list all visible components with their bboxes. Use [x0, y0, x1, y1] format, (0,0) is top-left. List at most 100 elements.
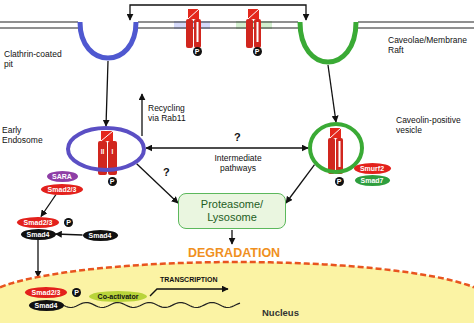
receptor-bar: [336, 138, 343, 174]
receptor-complex: [328, 128, 343, 174]
protein-oval: Smurf2: [354, 163, 391, 174]
protein-oval: Co-activator: [89, 291, 147, 302]
protein-name: Smad2/3: [48, 186, 77, 193]
vesicle-outline: [66, 126, 146, 172]
question-mark: ?: [234, 131, 241, 144]
receptor-stripe: [257, 22, 259, 42]
nuclear-envelope: [0, 262, 474, 287]
protein-oval: Smad2/3: [17, 217, 59, 228]
node-label: Caveolin-positive vesicle: [396, 116, 470, 136]
pit-coat: [80, 22, 136, 58]
nucleoplasm: [0, 262, 474, 323]
protein-name: Smad2/3: [24, 219, 53, 226]
ligand: [248, 9, 259, 19]
protein-name: SARA: [52, 173, 72, 180]
phosphate-mark: P: [253, 47, 262, 56]
receptor-bar: [186, 19, 193, 48]
protein-name: Smad4: [27, 231, 50, 238]
label-text: Intermediate pathways: [207, 154, 269, 174]
node-label: Clathrin-coated pit: [4, 50, 68, 70]
pit-outline: [298, 20, 358, 68]
node-label: Caveolae/Membrane Raft: [388, 36, 470, 56]
clathrin-pit: Clathrin-coated pit: [78, 20, 138, 64]
protein-name: Smad4: [89, 232, 112, 239]
pit-outline: [78, 20, 138, 64]
ligand-mark: [188, 9, 199, 19]
label-text: ?: [163, 166, 170, 179]
protein-name: Smad2/3: [32, 289, 61, 296]
flow-arrow: [130, 5, 306, 20]
pathway-note: Intermediate pathways: [207, 154, 269, 174]
flow-arrow: [41, 195, 56, 217]
connectors: [38, 5, 336, 277]
phosphate-mark: P: [72, 288, 81, 297]
plasma-membrane: [0, 22, 474, 28]
label-text: P: [193, 47, 202, 56]
protein-name: Smad4: [35, 302, 58, 309]
protein-oval: Smad4: [21, 229, 56, 240]
flow-arrow: [286, 165, 315, 203]
label-text: II: [98, 148, 107, 155]
process-note: Recycling via Rab11: [148, 104, 194, 124]
flow-arrow: [56, 234, 83, 235]
phosphate-mark: P: [335, 177, 344, 186]
nucleus-outline: [0, 258, 474, 323]
node-label: Proteasome/ Lysosome: [185, 198, 279, 223]
degradation-box: Proteasome/ Lysosome: [178, 193, 286, 229]
protein-oval: Smad7: [355, 175, 390, 186]
label-text: P: [64, 218, 73, 227]
receptor-stripe: [197, 22, 199, 42]
label-text: P: [72, 288, 81, 297]
flow-arrow: [328, 65, 336, 122]
flow-arrow: [146, 147, 308, 148]
receptor-bar: [328, 138, 335, 174]
ligand: [101, 131, 113, 141]
receptor-bar: [246, 19, 253, 48]
label-text: P: [253, 47, 262, 56]
label-text: I: [108, 148, 117, 155]
receptor-complex: [246, 9, 261, 48]
receptor-bar: [254, 19, 261, 48]
caveolae-pit: Caveolae/Membrane Raft: [298, 20, 358, 68]
phosphate-mark: P: [64, 218, 73, 227]
receptor-type: I: [108, 148, 117, 155]
label-text: DEGRADATION: [188, 246, 280, 260]
vesicle-membrane: [68, 128, 144, 170]
flow-arrow: [37, 240, 38, 277]
label-text: Recycling via Rab11: [148, 104, 194, 124]
flow-arrow: [137, 164, 178, 203]
protein-oval: Smad2/3: [25, 287, 67, 298]
receptor-complex: [186, 9, 201, 48]
pit-coat: [300, 22, 356, 62]
degradation-arrow: [231, 230, 232, 244]
label-text: P: [108, 177, 117, 186]
receptor-type: II: [98, 148, 107, 155]
label-text: P: [335, 177, 344, 186]
receptor-bar: [194, 19, 201, 48]
protein-oval: SARA: [47, 171, 78, 182]
receptor-stripe: [339, 141, 341, 167]
protein-name: Co-activator: [98, 293, 139, 300]
ligand-mark: [101, 131, 113, 141]
label-text: TRANSCRIPTION: [160, 276, 218, 284]
transcription-arrow: [150, 289, 228, 296]
node-label: Early Endosome: [2, 126, 62, 146]
question-mark: ?: [163, 166, 170, 179]
ligand-mark: [330, 128, 341, 138]
node-label: Nucleus: [262, 307, 299, 318]
flow-arrow: [106, 61, 108, 126]
ligand-mark: [248, 9, 259, 19]
endosome-ring: Early Endosome: [66, 126, 146, 172]
phosphate-mark: P: [108, 177, 117, 186]
process-label: TRANSCRIPTION: [160, 276, 218, 284]
protein-oval: Smad4: [29, 300, 64, 311]
protein-oval: Smad2/3: [41, 184, 83, 195]
vesicle-membrane: [310, 124, 362, 172]
ligand: [330, 128, 341, 138]
protein-name: Smurf2: [360, 165, 384, 172]
recycling-arrow: [141, 94, 142, 136]
label-text: ?: [234, 131, 241, 144]
phosphate-mark: P: [193, 47, 202, 56]
